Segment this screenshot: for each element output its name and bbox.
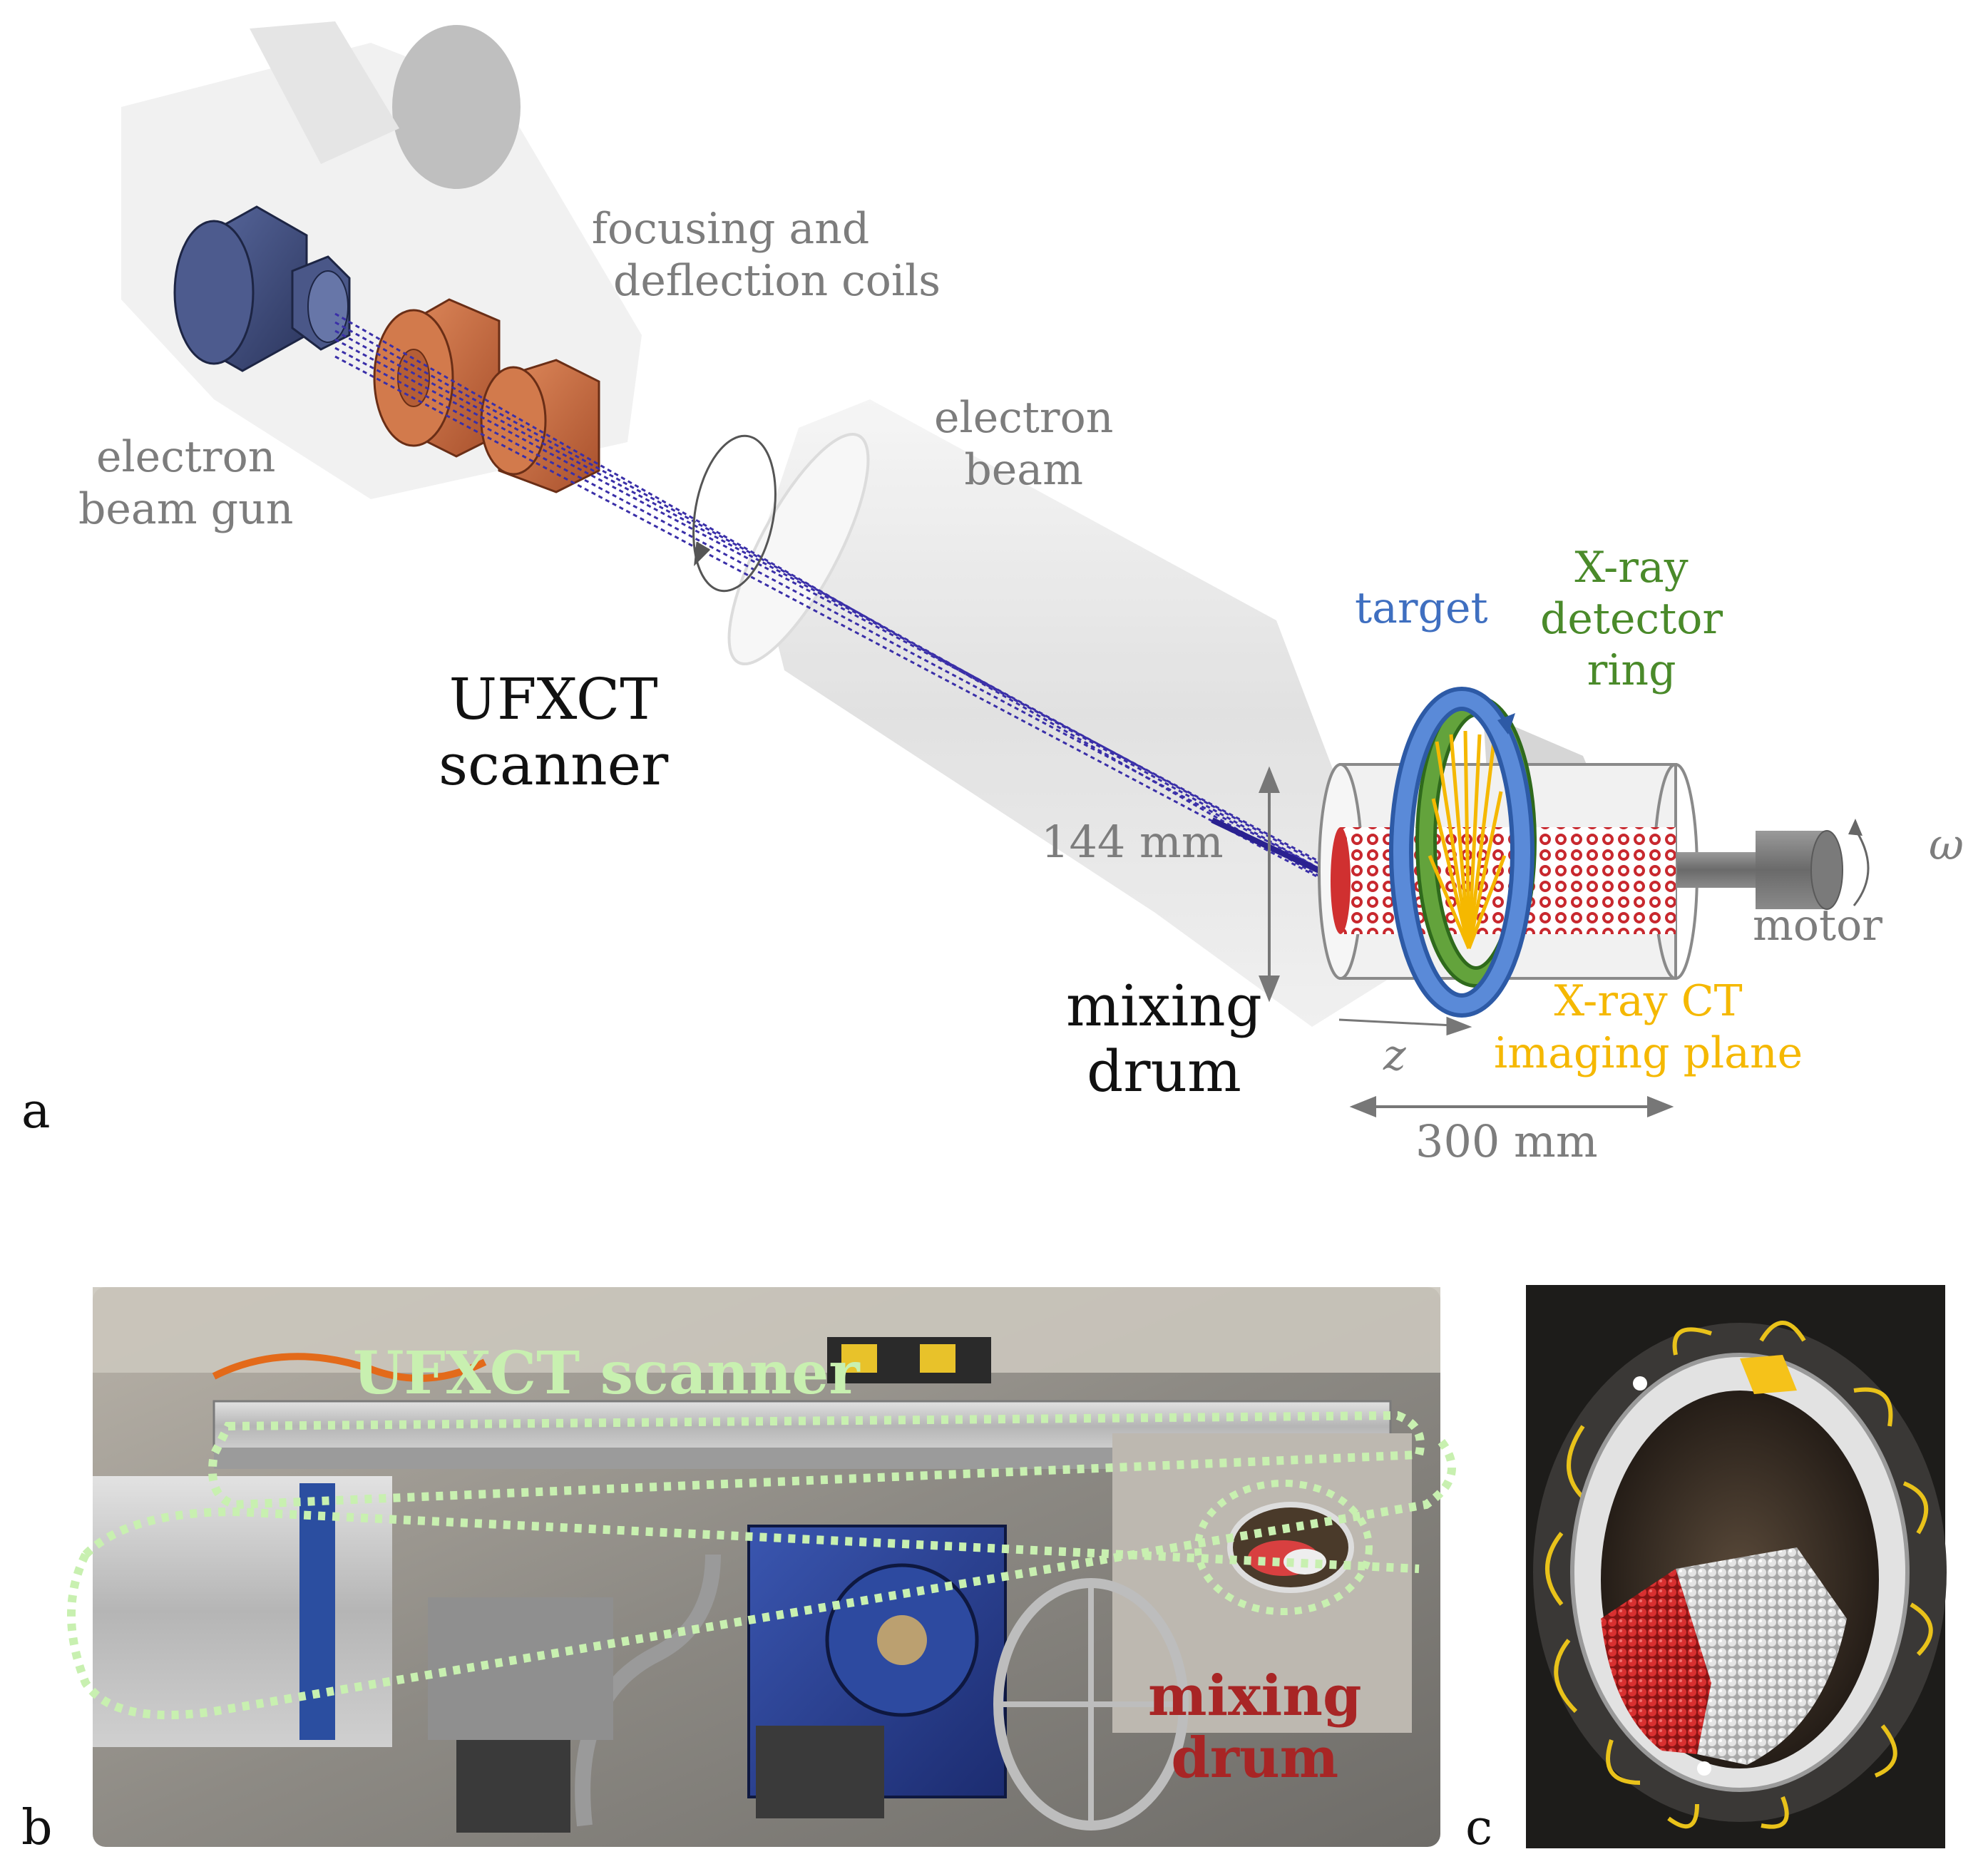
panel-b-label: b [21, 1800, 53, 1856]
length-arrow [1349, 1096, 1674, 1117]
detector-ring-label-line-2: detector [1540, 594, 1723, 644]
photo-mixing-drum-label-line-1: mixing [1148, 1664, 1362, 1729]
z-axis-label: z [1383, 1030, 1406, 1080]
focusing-coils-icon [373, 298, 600, 493]
scanner-outline [67, 1410, 1456, 1719]
imaging-plane-label-line-2: imaging plane [1494, 1028, 1803, 1079]
electron-beam-gun-label: electron beam gun [78, 431, 293, 536]
electron-beam-label-line-1: electron [934, 393, 1114, 443]
panel-a-label: a [21, 1083, 51, 1140]
photo-mixing-drum-label: mixing drum [1148, 1665, 1362, 1790]
diameter-label: 144 mm [1041, 816, 1224, 868]
electron-beam-label: electron beam [934, 392, 1113, 496]
scanner-label-line-2: scanner [439, 732, 669, 798]
length-label: 300 mm [1415, 1115, 1598, 1167]
scanner-label: UFXCT scanner [439, 667, 668, 798]
coils-label-line-1: focusing and [591, 204, 870, 254]
electron-beam-label-line-2: beam [964, 445, 1083, 496]
photo-mixing-drum-label-line-2: drum [1171, 1726, 1339, 1791]
detector-ring-label: X-ray detector ring [1540, 542, 1723, 696]
omega-label: ω [1929, 820, 1964, 870]
z-axis-arrow [1338, 1016, 1472, 1036]
coils-label-line-2: deflection coils [613, 256, 941, 307]
mixing-drum-label: mixing drum [1066, 973, 1262, 1105]
target-label: target [1355, 583, 1488, 633]
panel-b-photo [67, 1287, 1456, 1847]
electron-beam-gun-label-line-2: beam gun [78, 484, 294, 535]
mixing-drum-label-line-2: drum [1087, 1038, 1241, 1105]
scanner-label-line-1: UFXCT [449, 666, 658, 732]
motor-icon [1677, 819, 1870, 910]
electron-beam-gun-label-line-1: electron [96, 432, 276, 482]
motor-label: motor [1753, 901, 1882, 951]
x-ray-imaging-plane-fan [1428, 730, 1507, 949]
coils-label: focusing and deflection coils [521, 203, 941, 307]
imaging-plane-label-line-1: X-ray CT [1554, 976, 1743, 1026]
photo-scanner-label: UFXCT scanner [353, 1339, 860, 1408]
electron-beam-gun-icon [173, 205, 351, 372]
detector-ring-label-line-3: ring [1587, 645, 1676, 695]
target-ring-icon [1389, 687, 1534, 1018]
panel-a-artwork [121, 21, 1870, 1117]
mixing-drum-label-line-1: mixing [1066, 973, 1262, 1039]
deflection-rotation-arrow [692, 434, 777, 593]
panel-c-label: c [1465, 1800, 1493, 1856]
panel-c-photo [1526, 1285, 1947, 1848]
imaging-plane-label: X-ray CT imaging plane [1494, 976, 1803, 1080]
diameter-arrow [1259, 766, 1280, 1003]
detector-ring-label-line-1: X-ray [1574, 543, 1689, 593]
